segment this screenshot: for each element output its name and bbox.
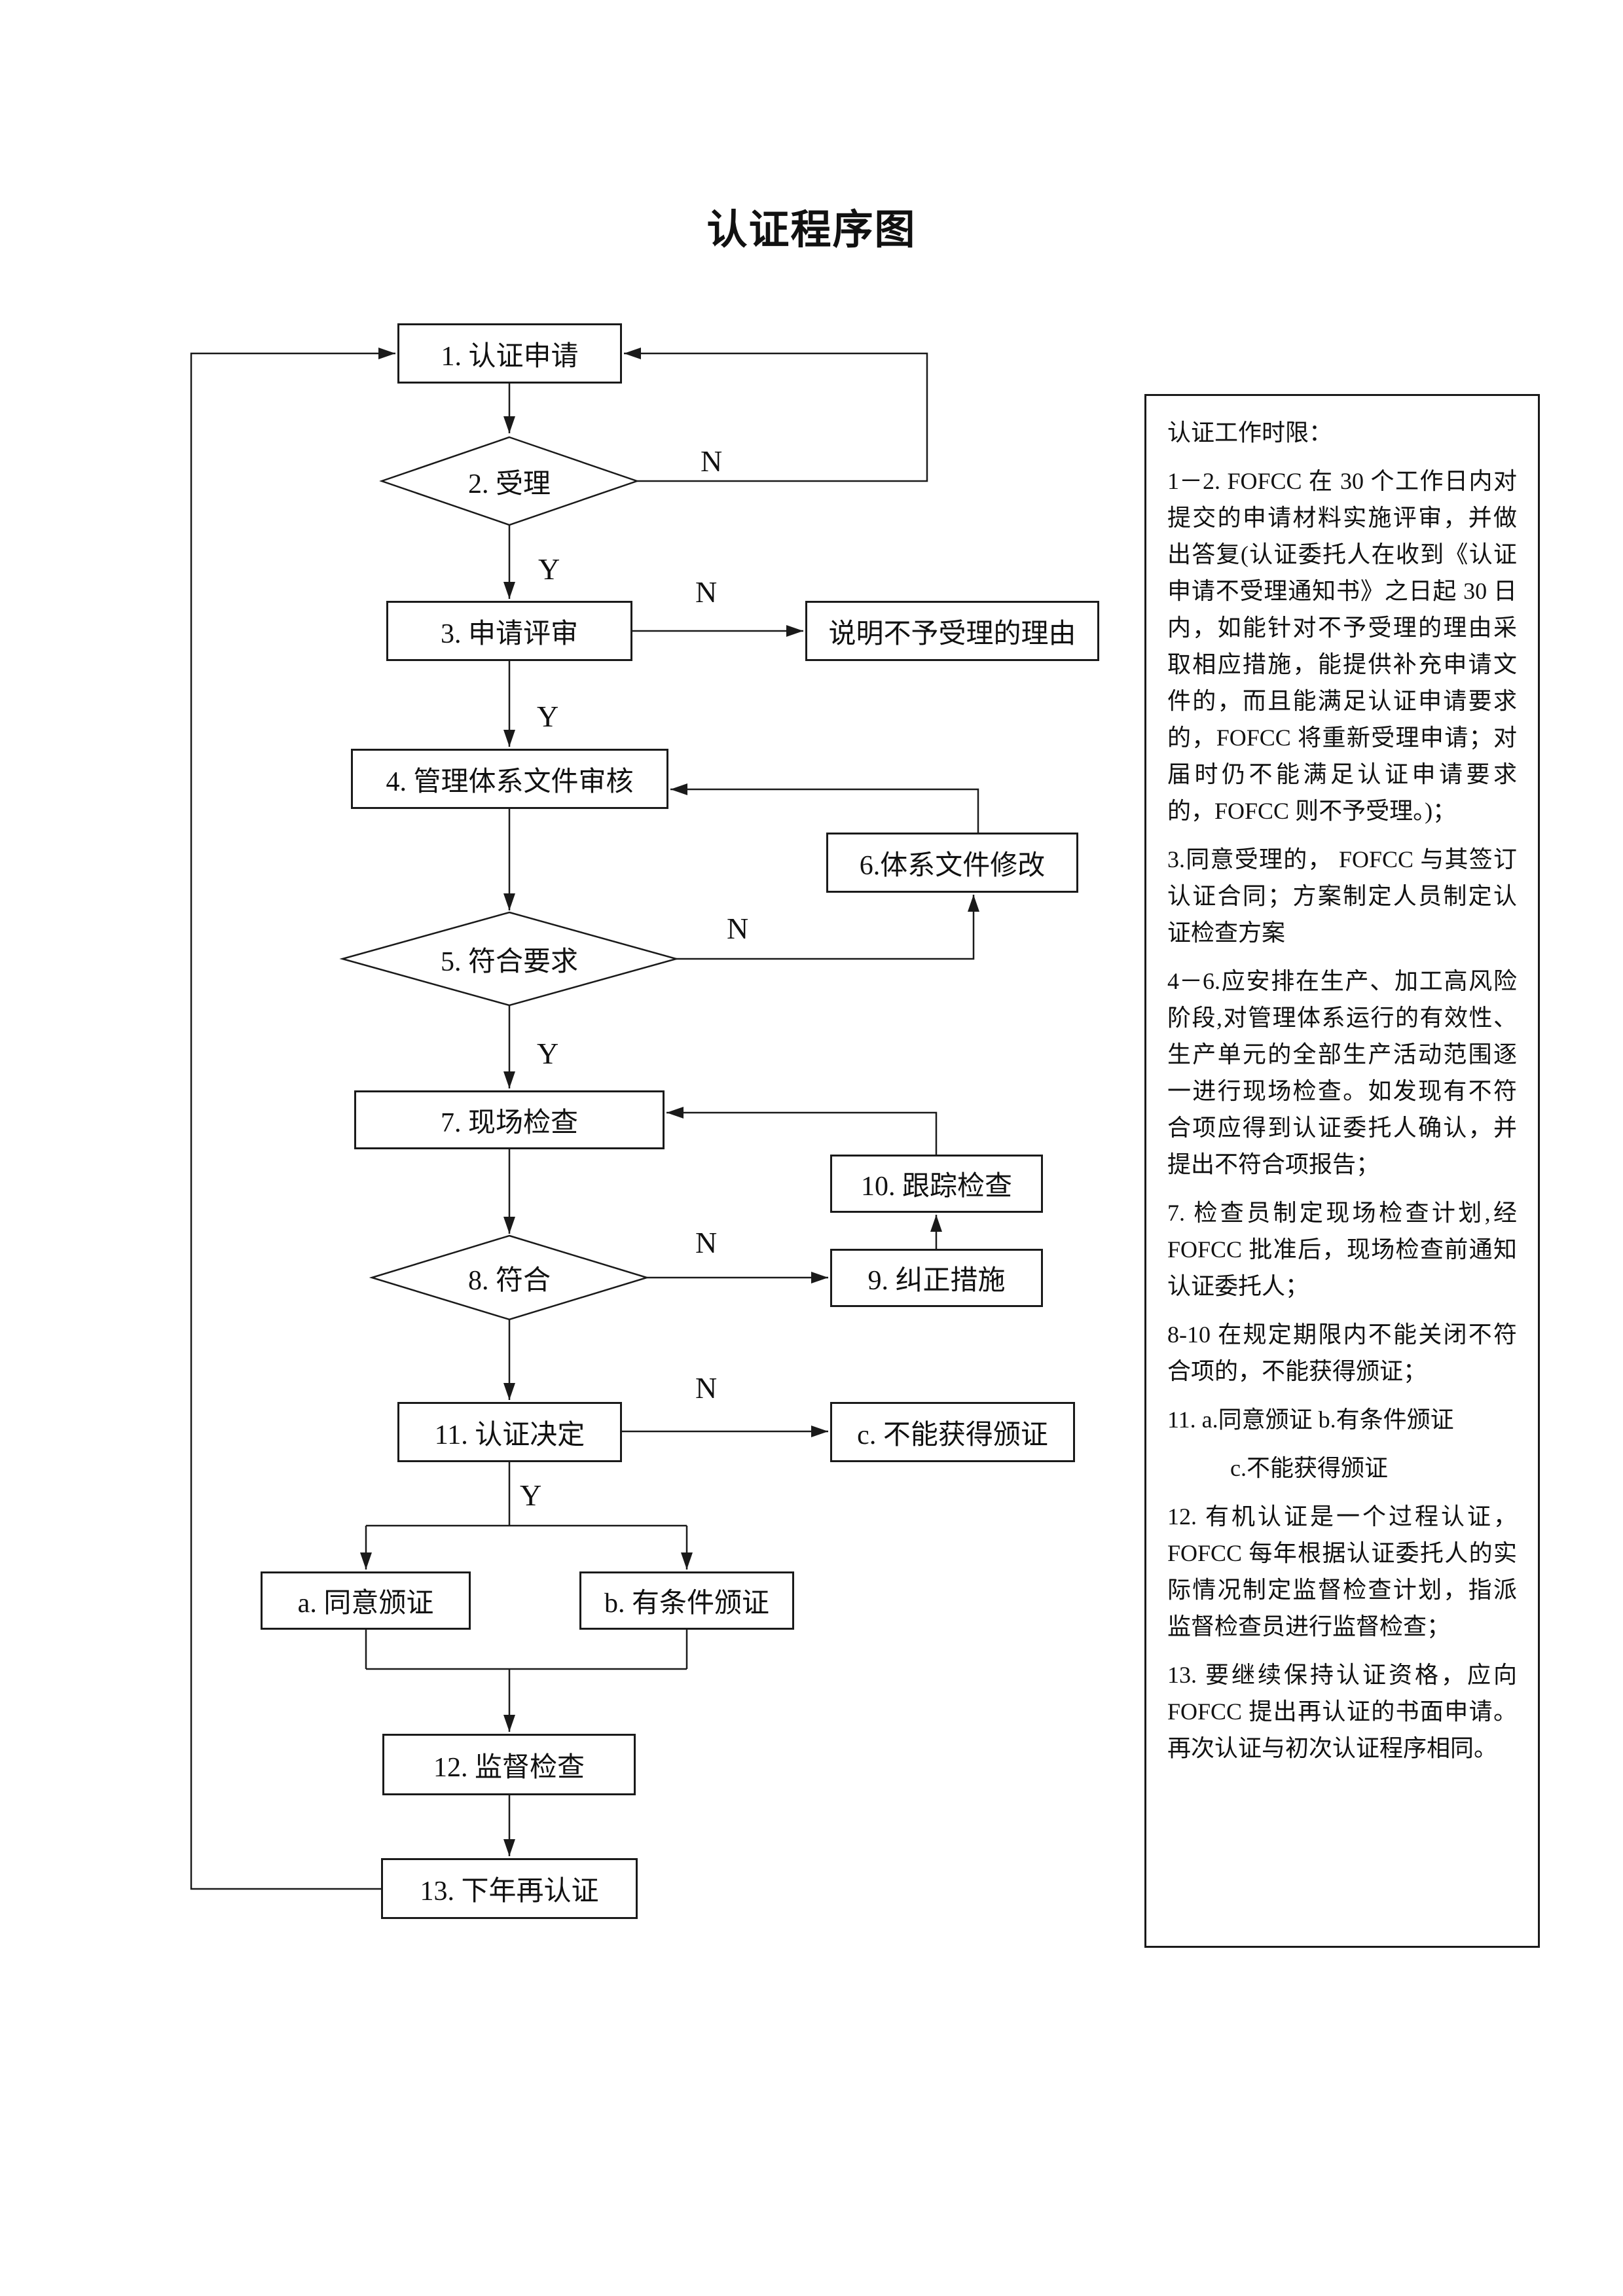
page-title: 认证程序图 <box>706 208 917 253</box>
notes-paragraph: 3.同意受理的， FOFCC 与其签订认证合同；方案制定人员制定认证检查方案 <box>1167 846 1517 946</box>
notes-heading: 认证工作时限： <box>1167 420 1333 446</box>
node-meets-requirements-label: 5. 符合要求 <box>440 946 578 977</box>
node-rejection-reason: 说明不予受理的理由 <box>805 601 1099 661</box>
decision-acceptance-diamond <box>379 436 640 526</box>
node-recertification-next-year: 13. 下年再认证 <box>381 1858 638 1919</box>
decision-meets-requirements-diamond <box>339 911 680 1007</box>
notes-paragraph: 11. a.同意颁证 b.有条件颁证 <box>1167 1407 1454 1433</box>
edge-10-to-7 <box>666 1107 938 1155</box>
node-system-document-audit: 4. 管理体系文件审核 <box>351 749 668 809</box>
node-certification-decision: 11. 认证决定 <box>397 1402 622 1462</box>
notes-panel: 认证工作时限： 1－2. FOFCC 在 30 个工作日内对提交的申请材料实施评… <box>1144 394 1540 1948</box>
node-supervision-inspection: 12. 监督检查 <box>382 1734 636 1795</box>
edge-13-loop-to-1 <box>190 348 395 1890</box>
edge-label-no-review: N <box>695 575 718 609</box>
edge-label-no-meets-requirements: N <box>727 912 749 945</box>
edge-label-yes-decision: Y <box>520 1479 542 1512</box>
node-follow-up-inspection: 10. 跟踪检查 <box>830 1155 1043 1213</box>
notes-paragraph: 13. 要继续保持认证资格，应向 FOFCC 提出再认证的书面申请。再次认证与初… <box>1167 1662 1517 1761</box>
notes-paragraph: 8-10 在规定期限内不能关闭不符合项的，不能获得颁证； <box>1167 1321 1517 1384</box>
edge-label-no-acceptance: N <box>701 444 723 478</box>
node-certification-application: 1. 认证申请 <box>397 323 622 384</box>
edge-label-no-decision: N <box>695 1371 718 1405</box>
edge-label-yes-acceptance: Y <box>538 552 560 586</box>
edge-label-yes-review: Y <box>537 700 559 733</box>
edge-label-yes-meets-requirements: Y <box>537 1037 559 1070</box>
edge-5-no-to-6 <box>676 895 979 960</box>
node-cannot-obtain-certification: c. 不能获得颁证 <box>830 1402 1075 1462</box>
notes-paragraph: c.不能获得颁证 <box>1230 1455 1388 1481</box>
edge-6-to-4 <box>670 783 979 833</box>
edge-2-no-loop-to-1 <box>624 348 928 482</box>
node-system-document-revision: 6.体系文件修改 <box>826 833 1078 893</box>
node-onsite-inspection: 7. 现场检查 <box>354 1090 665 1149</box>
notes-paragraph: 4－6.应安排在生产、加工高风险阶段,对管理体系运行的有效性、生产单元的全部生产… <box>1167 968 1517 1177</box>
edge-label-no-conform: N <box>695 1226 718 1259</box>
node-conform-label: 8. 符合 <box>467 1265 551 1296</box>
node-conditional-certification: b. 有条件颁证 <box>579 1571 794 1630</box>
node-acceptance-label: 2. 受理 <box>467 469 551 499</box>
decision-conform-diamond <box>369 1234 650 1321</box>
notes-paragraph: 12. 有机认证是一个过程认证，FOFCC 每年根据认证委托人的实际情况制定监督… <box>1167 1503 1517 1640</box>
node-approve-certification: a. 同意颁证 <box>261 1571 471 1630</box>
node-corrective-action: 9. 纠正措施 <box>830 1249 1043 1307</box>
node-application-review: 3. 申请评审 <box>386 601 632 661</box>
notes-paragraph: 1－2. FOFCC 在 30 个工作日内对提交的申请材料实施评审，并做出答复(… <box>1167 468 1517 824</box>
notes-paragraph: 7. 检查员制定现场检查计划,经 FOFCC 批准后，现场检查前通知认证委托人； <box>1167 1200 1517 1299</box>
